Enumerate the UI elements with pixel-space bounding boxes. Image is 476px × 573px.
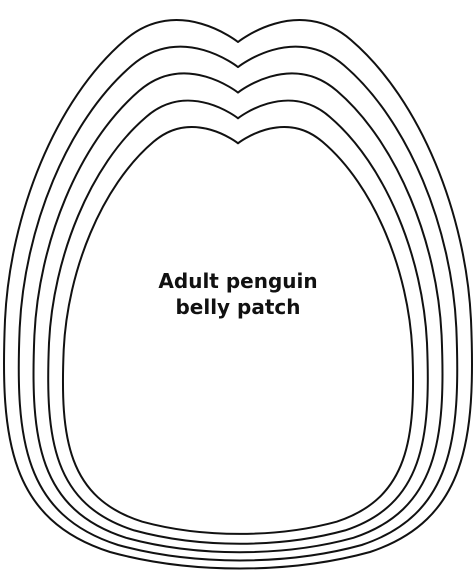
label-line-2: belly patch <box>0 294 476 320</box>
belly-patch-outline-4 <box>48 101 428 544</box>
belly-patch-outline-5 <box>63 127 413 534</box>
label-line-1: Adult penguin <box>0 268 476 294</box>
belly-patch-label: Adult penguin belly patch <box>0 268 476 320</box>
